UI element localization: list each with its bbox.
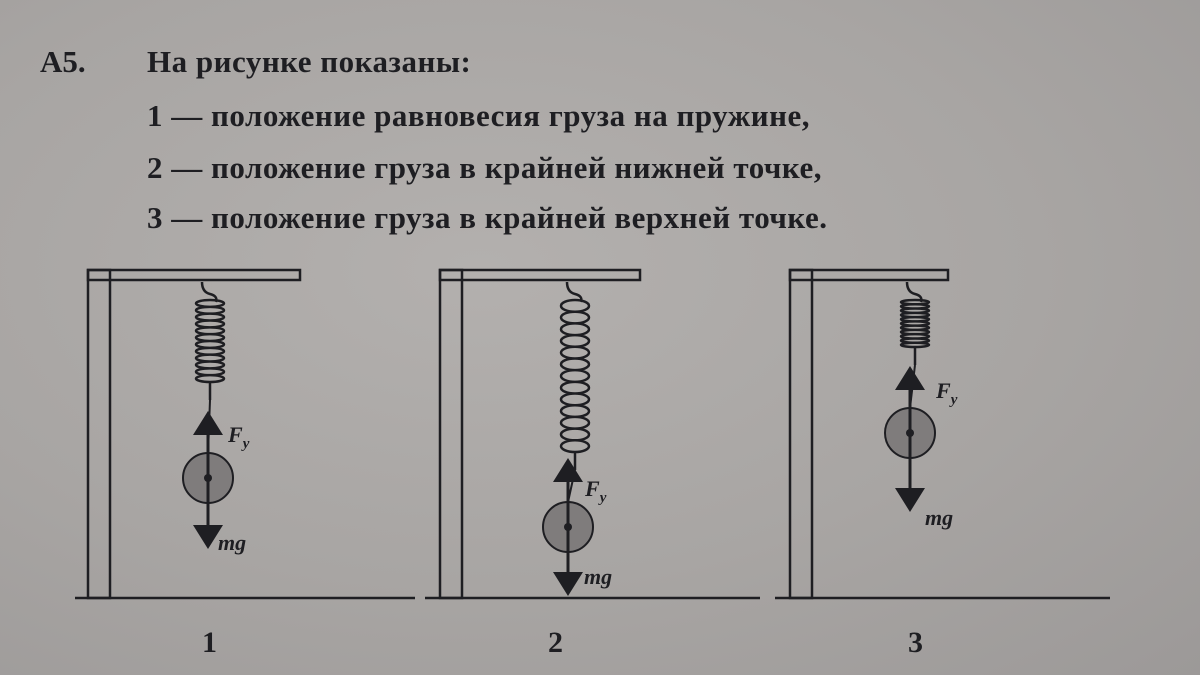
stand-beam-2 [438,268,642,282]
fy-label-3: Fу [935,378,958,408]
mg-label-1: mg [218,530,246,555]
ball-center-3 [906,429,914,437]
fy-label-2: Fу [584,476,607,506]
stand-beam-3 [788,268,950,282]
spring-3 [899,281,931,365]
item-2: 2 — положение груза в крайней нижней точ… [147,150,822,185]
spring-2 [559,281,591,470]
ball-center-1 [204,474,212,482]
item-3: 3 — положение груза в крайней верхней то… [147,200,828,235]
stand-beam-1 [86,268,302,282]
fy-label-1: Fу [227,422,250,452]
ball-center-2 [564,523,572,531]
stand-post-1 [86,268,112,600]
stand-post-3 [788,268,814,600]
problem-intro: На рисунке показаны: [147,44,472,79]
stand-post-2 [438,268,464,600]
item-1: 1 — положение равновесия груза на пружин… [147,98,810,133]
mg-label-2: mg [584,564,612,589]
caption-2: 2 [548,626,563,659]
mg-label-3: mg [925,505,953,530]
caption-3: 3 [908,626,923,659]
caption-1: 1 [202,626,217,659]
spring-1 [194,281,226,400]
problem-number: А5. [40,44,86,79]
